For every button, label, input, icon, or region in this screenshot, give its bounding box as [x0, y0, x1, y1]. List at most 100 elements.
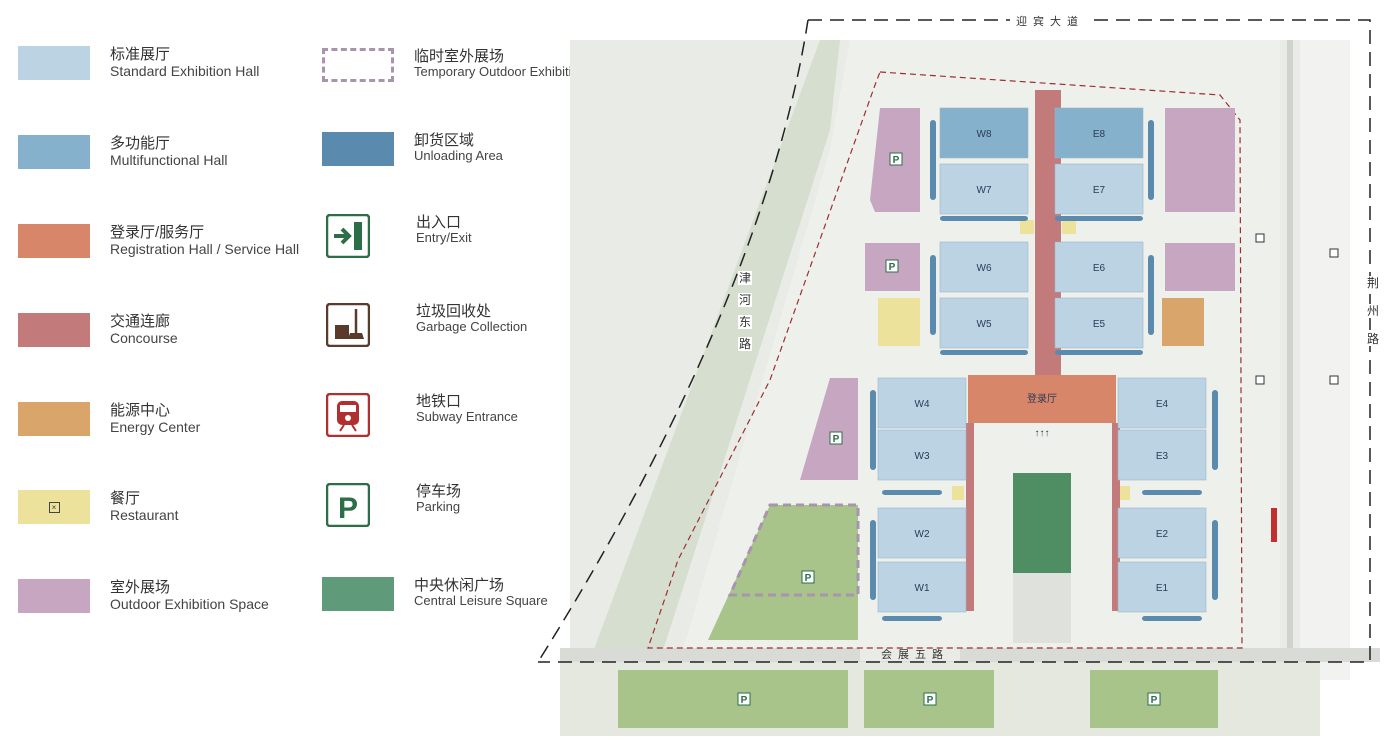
legend-label-en: Entry/Exit: [416, 230, 472, 246]
road-label-char: 路: [739, 336, 751, 351]
exhibition-hall: [877, 429, 967, 481]
legend-label-zh: 交通连廊: [110, 313, 171, 330]
unloading-area: [1212, 520, 1218, 600]
legend-label-en: Multifunctional Hall: [110, 152, 228, 169]
hall-label: E5: [1093, 319, 1106, 330]
restaurant-small-1: [1020, 220, 1034, 234]
energy-center-block: [1162, 298, 1204, 346]
unloading-area: [1148, 255, 1154, 335]
parking-icon: [889, 152, 903, 166]
entrance-arrows: ↑↑↑: [1035, 428, 1050, 439]
parking-label: P: [927, 695, 934, 706]
legend-label-en: Parking: [416, 499, 461, 515]
outdoor-space-e: [1165, 243, 1235, 291]
legend-label-zh: 登录厅/服务厅: [110, 224, 205, 241]
road-label-east: 荆州路: [1366, 276, 1380, 346]
exhibition-hall: [939, 241, 1029, 293]
legend-label-zh: 室外展场: [110, 579, 171, 596]
legend-label-en: Energy Center: [110, 419, 201, 436]
exhibition-hall: [1117, 561, 1207, 613]
hall-label: E3: [1156, 451, 1169, 462]
hall-label: W2: [915, 529, 930, 540]
unloading-area: [870, 390, 876, 470]
road-label-bg: [1366, 304, 1380, 318]
legend-label-en: Subway Entrance: [416, 409, 518, 425]
road-label-char: 津: [739, 271, 751, 285]
hall-label: E4: [1156, 399, 1169, 410]
parking-icon: [1147, 692, 1161, 706]
legend-label-zh: 标准展厅: [110, 46, 171, 63]
road-label-bg: [1366, 332, 1380, 346]
leisure-square-swatch: [322, 577, 394, 611]
circulation-route: [647, 71, 1243, 649]
road-label-char: 州: [1367, 304, 1379, 318]
unloading-area: [930, 255, 936, 335]
legend-label-en: Registration Hall / Service Hall: [110, 241, 300, 258]
exhibition-hall: [1054, 163, 1144, 215]
hall-label: E7: [1093, 185, 1106, 196]
parking-label: P: [833, 434, 840, 445]
parking-lot-sw: [618, 670, 848, 728]
parking-label: P: [1151, 695, 1158, 706]
hall-label: E1: [1156, 583, 1169, 594]
legend-label-zh: 临时室外展场: [414, 48, 505, 65]
restaurant-small-4: [1118, 486, 1130, 500]
legend-swatch: [18, 402, 90, 436]
exhibition-hall: [939, 163, 1029, 215]
unloading-area: [940, 350, 1028, 355]
unloading-area: [1142, 490, 1202, 495]
parking-label: P: [889, 262, 896, 273]
hall-label: W1: [915, 583, 930, 594]
exhibition-hall: [939, 297, 1029, 349]
road-label-char: 东: [739, 315, 751, 329]
concourse-east: [1112, 423, 1120, 611]
unloading-area: [1055, 350, 1143, 355]
hall-label: W5: [977, 319, 992, 330]
legend-label-zh: 多功能厅: [110, 135, 171, 152]
restaurant-icon: ×: [48, 501, 60, 513]
unloading-area: [940, 216, 1028, 221]
unloading-area: [1142, 616, 1202, 621]
unloading-area: [1212, 390, 1218, 470]
legend-label-en: Restaurant: [110, 507, 179, 524]
road-label-south: 会展五路: [881, 648, 949, 661]
unloading-area: [882, 616, 942, 621]
unloading-area: [1148, 120, 1154, 200]
legend-swatch: [18, 579, 90, 613]
parking-icon: P: [326, 483, 370, 527]
legend-label-zh: 餐厅: [110, 490, 141, 507]
parking-label: P: [741, 695, 748, 706]
legend-swatch: [18, 313, 90, 347]
legend-label-en: Outdoor Exhibition Space: [110, 596, 269, 613]
legend-label-zh: 中央休闲广场: [414, 577, 505, 594]
road-label-bg: [1366, 276, 1380, 290]
hall-label: E2: [1156, 529, 1169, 540]
legend-label-zh: 地铁口: [416, 393, 462, 410]
parking-label: P: [893, 155, 900, 166]
registration-hall: [968, 375, 1116, 423]
hall-label: W6: [977, 263, 992, 274]
parking-icon: [923, 692, 937, 706]
parking-icon: [885, 259, 899, 273]
exhibition-hall: [1054, 241, 1144, 293]
legend-label-en: Central Leisure Square: [414, 593, 548, 609]
legend-swatch: [18, 135, 90, 169]
road-label-north-text: 迎宾大道: [1016, 14, 1084, 28]
road-label-north-bg: [1010, 14, 1090, 28]
hall-label: W8: [977, 129, 992, 140]
unloading-area: [1055, 216, 1143, 221]
central-plaza: [1013, 573, 1071, 643]
exhibition-hall: [939, 107, 1029, 159]
